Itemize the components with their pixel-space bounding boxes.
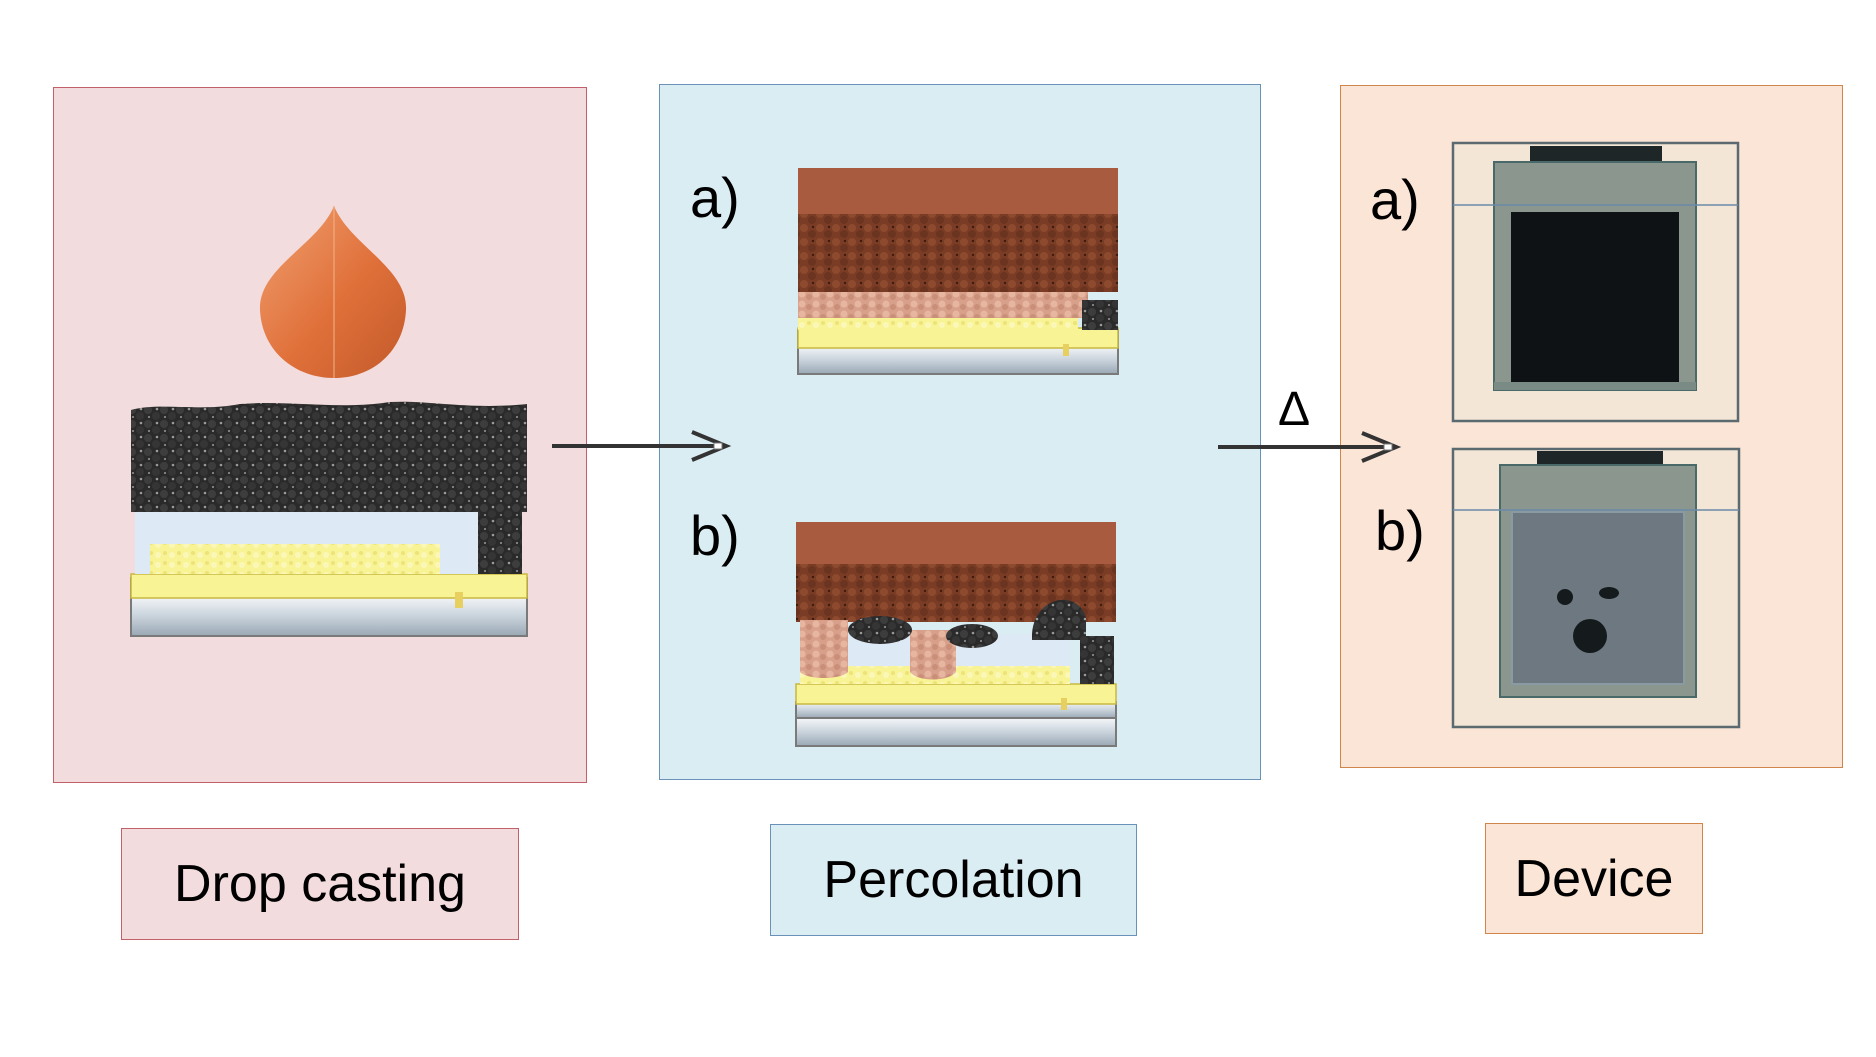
tio2-layer <box>150 544 440 574</box>
droplet-icon <box>259 206 407 378</box>
caption-drop-casting: Drop casting <box>121 828 519 940</box>
fto-layer <box>130 573 528 599</box>
carbon-contact <box>478 512 522 574</box>
fto-scribe <box>455 592 463 608</box>
caption-drop-casting-text: Drop casting <box>174 855 466 913</box>
percolation-label-b: b) <box>690 504 740 567</box>
heat-symbol: Δ <box>1278 383 1311 436</box>
arrow-to-percolation <box>552 430 732 462</box>
percolation-label-a: a) <box>690 166 740 229</box>
device-a <box>1451 141 1740 423</box>
caption-device-text: Device <box>1514 849 1674 908</box>
device-b <box>1451 447 1741 729</box>
arrow-to-device <box>1218 431 1402 463</box>
percolation-a-stack <box>797 168 1119 375</box>
caption-device: Device <box>1485 823 1703 934</box>
device-label-a: a) <box>1370 168 1420 231</box>
caption-percolation-text: Percolation <box>823 851 1084 909</box>
carbon-layer <box>131 401 527 512</box>
drop-stack <box>130 401 528 637</box>
device-label-b: b) <box>1375 499 1425 562</box>
caption-percolation: Percolation <box>770 824 1137 936</box>
glass-base <box>130 595 528 637</box>
percolation-b-stack <box>795 522 1117 747</box>
